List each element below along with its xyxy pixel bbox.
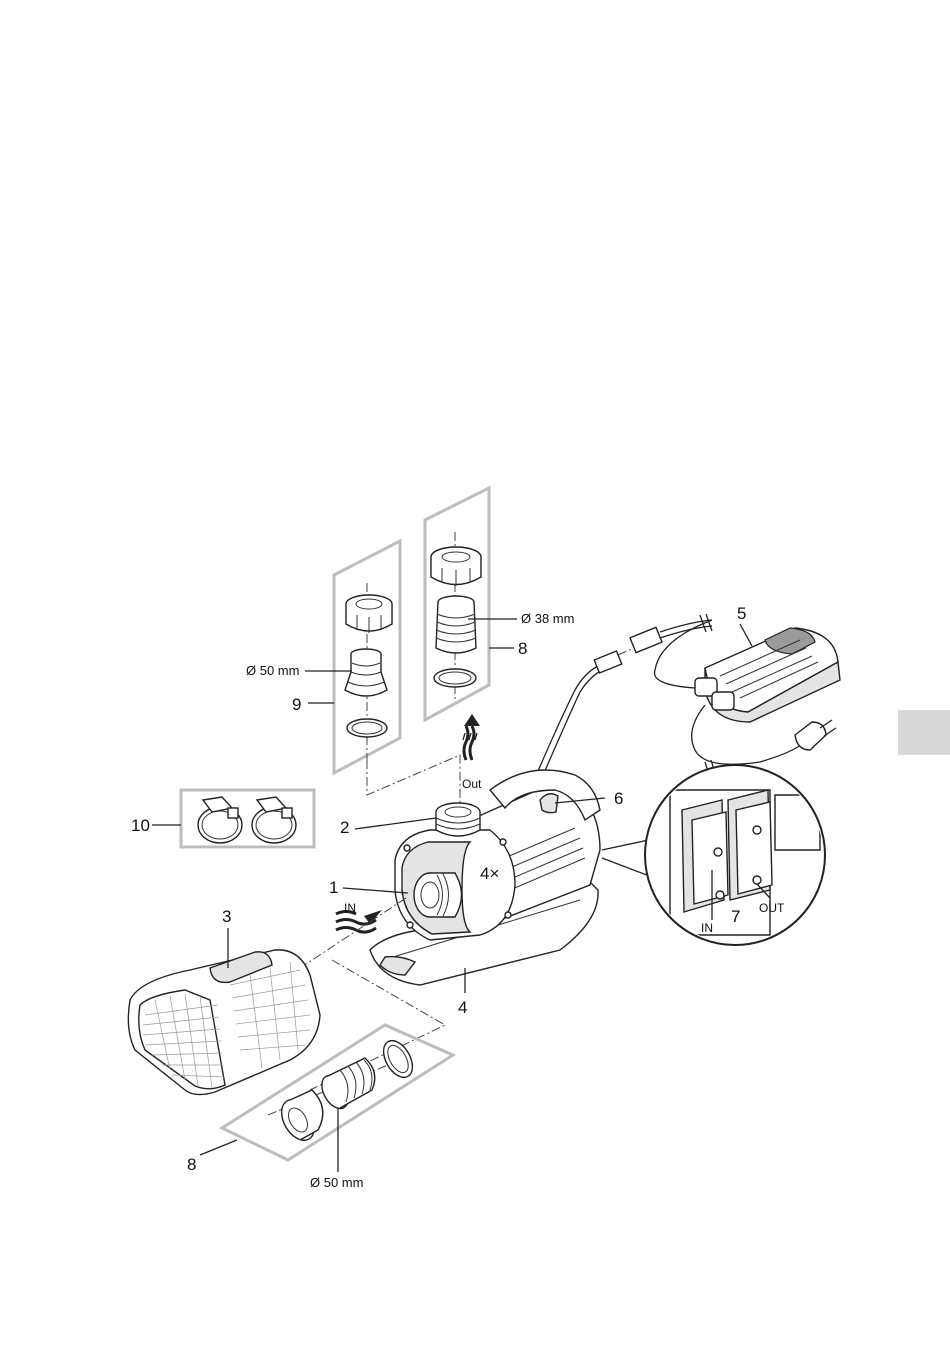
filter-basket: 3 xyxy=(128,907,320,1095)
union-nut-bottom-icon xyxy=(275,1090,323,1146)
hose-clamp-icon xyxy=(198,797,242,843)
callout-10: 10 xyxy=(131,816,150,835)
hose-tail-50-bottom-icon xyxy=(316,1058,374,1113)
dim-50-bottom-label: Ø 50 mm xyxy=(310,1175,363,1190)
dim-38-label: Ø 38 mm xyxy=(521,611,574,626)
detail-in-label: IN xyxy=(701,921,713,935)
power-supply: 5 xyxy=(535,604,840,780)
hose-tail-50-icon xyxy=(345,649,387,696)
transformer-box-icon xyxy=(695,628,840,722)
screws-count: 4× xyxy=(480,864,499,883)
hose-tail-38-icon xyxy=(436,596,476,653)
callout-7: 7 xyxy=(731,907,740,926)
outlet-port-icon xyxy=(436,803,480,836)
callout-6: 6 xyxy=(614,789,623,808)
callout-5: 5 xyxy=(737,604,746,623)
callout-4: 4 xyxy=(458,998,467,1017)
connector-plug-icon xyxy=(594,627,662,673)
callout-8-top: 8 xyxy=(518,639,527,658)
panel-8-top: Ø 38 mm 8 xyxy=(425,488,574,720)
in-label: IN xyxy=(344,901,356,915)
panel-10: 10 xyxy=(131,790,314,847)
inlet-port-icon xyxy=(414,873,462,917)
gasket-bottom-icon xyxy=(378,1036,419,1083)
union-nut-top-icon xyxy=(431,547,481,586)
callout-2: 2 xyxy=(340,818,349,837)
dim-50-top-label: Ø 50 mm xyxy=(246,663,299,678)
callout-3: 3 xyxy=(222,907,231,926)
out-label: Out xyxy=(462,777,482,791)
callout-9: 9 xyxy=(292,695,301,714)
detail-out-label: OUT xyxy=(759,901,785,915)
callout-1: 1 xyxy=(329,878,338,897)
union-nut-left-icon xyxy=(346,595,392,633)
mains-plug-icon xyxy=(795,720,836,750)
out-flow-arrow-icon: Out xyxy=(462,714,482,791)
callout-8-bottom: 8 xyxy=(187,1155,196,1174)
panel-9: Ø 50 mm 9 xyxy=(246,541,400,773)
detail-7: IN 7 OUT xyxy=(602,765,825,945)
in-flow-arrow-icon: IN xyxy=(336,901,382,932)
hose-clamp-icon xyxy=(252,797,296,843)
